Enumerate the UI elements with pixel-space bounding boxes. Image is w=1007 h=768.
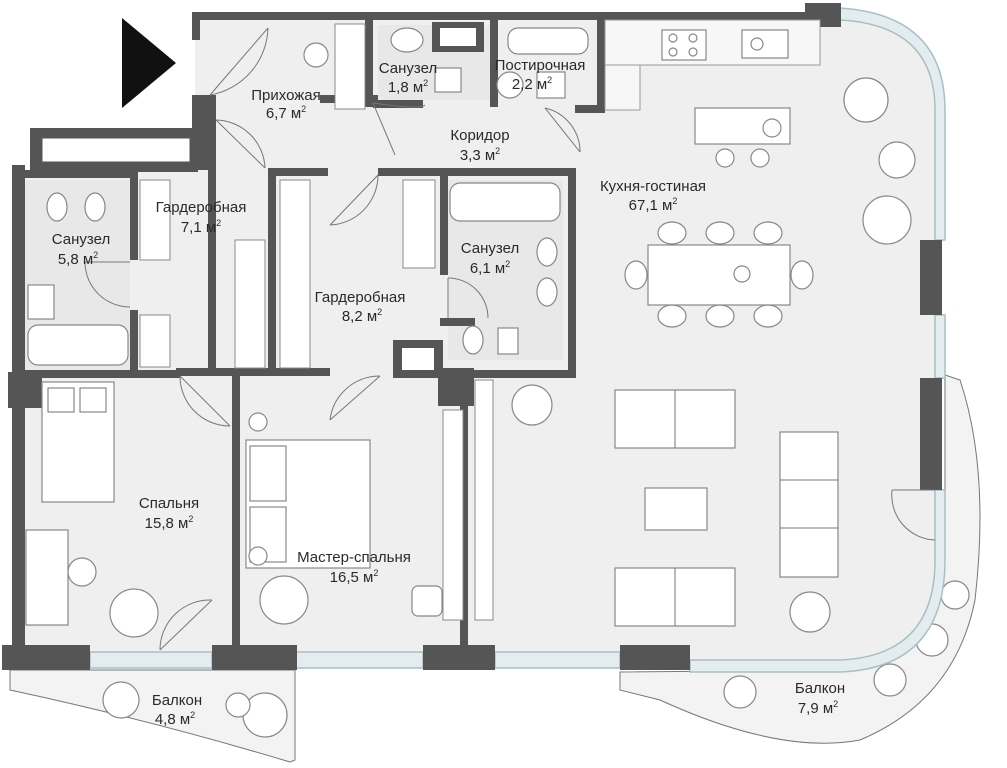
room-name-wardrobe-2: Гардеробная: [315, 289, 406, 306]
room-name-balcony-left: Балкон: [152, 692, 202, 709]
room-area-wardrobe-1: 7,1: [181, 219, 202, 236]
svg-text:15,8 м2: 15,8 м2: [145, 514, 194, 532]
svg-text:67,1 м2: 67,1 м2: [629, 196, 678, 214]
kitchen-furniture: [604, 19, 821, 328]
room-area-balcony-right: 7,9: [798, 700, 819, 717]
bathroom-fixtures: [27, 27, 589, 366]
doors: [84, 27, 936, 651]
room-area-hall: 6,7: [266, 105, 287, 122]
svg-text:8,2 м2: 8,2 м2: [342, 307, 382, 325]
plant-icon: [511, 384, 553, 426]
wardrobes: [139, 23, 494, 621]
room-area-kitchen-living: 67,1: [629, 197, 658, 214]
room-name-kitchen-living: Кухня-гостиная: [600, 178, 706, 195]
bedroom-furniture: [25, 381, 443, 638]
room-area-master-bedroom: 16,5: [330, 569, 359, 586]
room-area-bedroom: 15,8: [145, 515, 174, 532]
room-area-bath-center: 6,1: [470, 260, 491, 277]
svg-text:1,8 м2: 1,8 м2: [388, 78, 428, 96]
room-area-balcony-left: 4,8: [155, 711, 176, 728]
room-name-wardrobe-1: Гардеробная: [156, 199, 247, 216]
svg-text:6,1 м2: 6,1 м2: [470, 259, 510, 277]
room-area-bath-small: 1,8: [388, 79, 409, 96]
room-name-hall: Прихожая: [251, 87, 321, 104]
walls: [2, 3, 942, 670]
room-labels: Прихожая 6,7 м2 Санузел 1,8 м2 Постирочн…: [52, 57, 845, 728]
room-area-laundry: 2,2: [512, 76, 533, 93]
room-area-corridor: 3,3: [460, 147, 481, 164]
svg-text:5,8 м2: 5,8 м2: [58, 250, 98, 268]
svg-text:7,1 м2: 7,1 м2: [181, 218, 221, 236]
room-name-bath-center: Санузел: [461, 240, 519, 257]
sink-icon: [390, 27, 424, 53]
living-furniture: [511, 77, 916, 709]
entrance-arrow-icon: [122, 18, 176, 108]
room-name-master-bedroom: Мастер-спальня: [297, 549, 411, 566]
room-name-balcony-right: Балкон: [795, 680, 845, 697]
room-name-bath-small: Санузел: [379, 60, 437, 77]
room-area-wardrobe-2: 8,2: [342, 308, 363, 325]
balconies: [9, 374, 981, 763]
armchair-icon: [843, 77, 889, 123]
svg-text:6,7 м2: 6,7 м2: [266, 104, 306, 122]
room-area-bath-left: 5,8: [58, 251, 79, 268]
svg-text:16,5 м2: 16,5 м2: [330, 568, 379, 586]
dining-chairs: [624, 221, 814, 328]
svg-text:4,8 м2: 4,8 м2: [155, 710, 195, 728]
svg-text:3,3 м2: 3,3 м2: [460, 146, 500, 164]
svg-text:7,9 м2: 7,9 м2: [798, 699, 838, 717]
room-name-bedroom: Спальня: [139, 495, 199, 512]
room-name-laundry: Постирочная: [495, 57, 586, 74]
balcony-left-floor: [9, 669, 296, 763]
bathtub-icon: [27, 324, 129, 366]
room-name-corridor: Коридор: [450, 127, 509, 144]
svg-text:2,2 м2: 2,2 м2: [512, 75, 552, 93]
room-name-bath-left: Санузел: [52, 231, 110, 248]
toilet-icon: [46, 192, 68, 222]
